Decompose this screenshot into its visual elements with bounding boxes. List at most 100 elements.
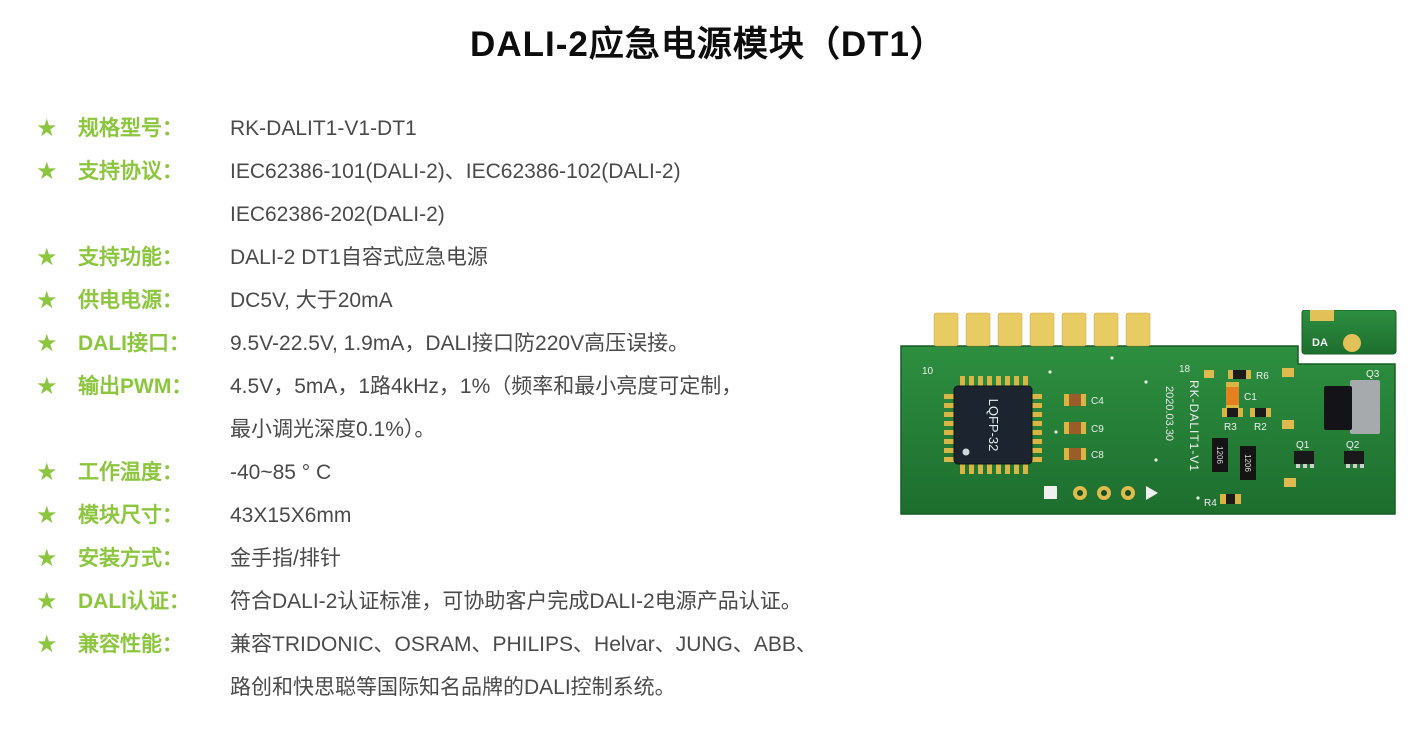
silkscreen-pin-10: 10 (922, 366, 934, 377)
spec-value-line: DALI-2 DT1自容式应急电源 (230, 246, 488, 269)
silkscreen-c8: C8 (1091, 450, 1104, 461)
spec-value: -40~85 ° C (230, 451, 1416, 494)
spec-label: 供电电源： (78, 289, 183, 312)
star-icon: ★ (36, 373, 58, 400)
silkscreen-c1: C1 (1244, 392, 1257, 403)
part-marking-1206: 1206 (1215, 446, 1224, 464)
spec-row: ★ 规格型号： RK-DALIT1-V1-DT1 (36, 107, 1416, 150)
star-icon: ★ (36, 115, 58, 142)
spec-sheet: DALI-2应急电源模块（DT1） ★ 规格型号： RK-DALIT1-V1-D… (0, 25, 1416, 709)
silkscreen-r3: R3 (1224, 422, 1237, 433)
spec-row: ★ 支持协议： IEC62386-101(DALI-2)、IEC62386-10… (36, 150, 1416, 236)
spec-value-line: 路创和快思聪等国际知名品牌的DALI控制系统。 (230, 676, 676, 699)
spec-value-line: 43X15X6mm (230, 504, 352, 527)
spec-value: 符合DALI-2认证标准，可协助客户完成DALI-2电源产品认证。 (230, 580, 1416, 623)
spec-value: 兼容TRIDONIC、OSRAM、PHILIPS、Helvar、JUNG、ABB… (230, 623, 1416, 709)
resistor-r6: R6 (1228, 370, 1269, 382)
capacitor-c8: C8 (1064, 448, 1104, 461)
spec-label: 模块尺寸： (78, 504, 183, 527)
spec-row: ★ 工作温度： -40~85 ° C (36, 451, 1416, 494)
silkscreen-pin-18: 18 (1179, 364, 1191, 375)
spec-label: 安装方式： (78, 547, 183, 570)
spec-label: DALI接口： (78, 332, 190, 355)
spec-row: ★ 模块尺寸： 43X15X6mm (36, 494, 1416, 537)
spec-label: 兼容性能： (78, 633, 183, 656)
silkscreen-c9: C9 (1091, 424, 1104, 435)
transistor-q1: Q1 (1294, 440, 1314, 468)
pin1-marker (962, 448, 970, 456)
spec-row: ★ DALI接口： 9.5V-22.5V, 1.9mA，DALI接口防220V高… (36, 322, 1416, 365)
spec-label: 工作温度： (78, 461, 183, 484)
resistor-r2: R2 (1250, 408, 1271, 433)
star-icon: ★ (36, 158, 58, 185)
page-title: DALI-2应急电源模块（DT1） (470, 25, 946, 64)
spec-list: ★ 规格型号： RK-DALIT1-V1-DT1 ★ 支持协议： IEC6238… (0, 107, 1416, 709)
spec-value-line: IEC62386-202(DALI-2) (230, 203, 445, 226)
star-icon: ★ (36, 244, 58, 271)
spec-value-line: DC5V, 大于20mA (230, 289, 393, 312)
spec-row: ★ 输出PWM： 4.5V，5mA，1路4kHz，1%（频率和最小亮度可定制， … (36, 365, 1416, 451)
spec-label: 输出PWM： (78, 375, 193, 398)
spec-row: ★ 供电电源： DC5V, 大于20mA (36, 279, 1416, 322)
gold-finger (1310, 310, 1334, 321)
capacitor-c4: C4 (1064, 394, 1104, 407)
resistor-r3: R3 (1222, 408, 1243, 433)
resistor-1206-a: 1206 (1212, 438, 1228, 472)
silkscreen-r4: R4 (1204, 498, 1217, 509)
capacitor-c9: C9 (1064, 422, 1104, 435)
spec-value: 金手指/排针 (230, 537, 1416, 580)
gold-pad (1343, 334, 1361, 352)
star-icon: ★ (36, 287, 58, 314)
spec-value-line: 符合DALI-2认证标准，可协助客户完成DALI-2电源产品认证。 (230, 590, 802, 613)
spec-label: 规格型号： (78, 117, 183, 140)
transistor-q2: Q2 (1344, 440, 1364, 468)
star-icon: ★ (36, 588, 58, 615)
silkscreen-date: 2020.03.30 (1163, 386, 1175, 441)
silkscreen-q1: Q1 (1296, 440, 1310, 451)
pcb-corner-piece: DA (1301, 309, 1397, 355)
bottom-pads (1044, 486, 1158, 500)
pcb-illustration: DA (900, 309, 1397, 515)
spec-value: IEC62386-101(DALI-2)、IEC62386-102(DALI-2… (230, 150, 1416, 236)
pcb-product-photo: DA (898, 309, 1398, 522)
spec-row: ★ 支持功能： DALI-2 DT1自容式应急电源 (36, 236, 1416, 279)
spec-value-line: IEC62386-101(DALI-2)、IEC62386-102(DALI-2… (230, 160, 681, 183)
gold-pads (1204, 368, 1296, 487)
spec-row: ★ DALI认证： 符合DALI-2认证标准，可协助客户完成DALI-2电源产品… (36, 580, 1416, 623)
spec-value: RK-DALIT1-V1-DT1 (230, 107, 1416, 150)
power-transistor-q3: Q3 (1324, 369, 1380, 434)
spec-label: 支持功能： (78, 246, 183, 269)
spec-label: 支持协议： (78, 160, 183, 183)
spec-value: DALI-2 DT1自容式应急电源 (230, 236, 1416, 279)
spec-value-line: 兼容TRIDONIC、OSRAM、PHILIPS、Helvar、JUNG、ABB… (230, 633, 817, 656)
spec-value-line: 9.5V-22.5V, 1.9mA，DALI接口防220V高压误接。 (230, 332, 690, 355)
silkscreen-triangle (1146, 486, 1158, 500)
spec-row: ★ 兼容性能： 兼容TRIDONIC、OSRAM、PHILIPS、Helvar、… (36, 623, 1416, 709)
star-icon: ★ (36, 545, 58, 572)
star-icon: ★ (36, 459, 58, 486)
spec-value: 4.5V，5mA，1路4kHz，1%（频率和最小亮度可定制， 最小调光深度0.1… (230, 365, 1416, 451)
silkscreen-r2: R2 (1254, 422, 1267, 433)
silkscreen-q2: Q2 (1346, 440, 1360, 451)
spec-value-line: -40~85 ° C (230, 461, 332, 484)
silkscreen-model: RK-DALIT1-V1 (1187, 380, 1201, 472)
spec-value-line: RK-DALIT1-V1-DT1 (230, 117, 417, 140)
spec-value: 43X15X6mm (230, 494, 1416, 537)
spec-label: DALI认证： (78, 590, 190, 613)
silkscreen-q3: Q3 (1366, 369, 1380, 380)
spec-value: DC5V, 大于20mA (230, 279, 1416, 322)
star-icon: ★ (36, 631, 58, 658)
star-icon: ★ (36, 330, 58, 357)
spec-value-line: 金手指/排针 (230, 547, 341, 570)
spec-value-line: 4.5V，5mA，1路4kHz，1%（频率和最小亮度可定制， (230, 375, 743, 398)
capacitor-c1: C1 (1226, 382, 1257, 410)
star-icon: ★ (36, 502, 58, 529)
silkscreen-da: DA (1312, 337, 1328, 349)
silkscreen-r6: R6 (1256, 371, 1269, 382)
chip-marking: LQFP-32 (986, 399, 1001, 452)
chip-lqfp32: LQFP-32 (944, 376, 1042, 474)
part-marking-1206: 1206 (1243, 454, 1252, 472)
silkscreen-c4: C4 (1091, 396, 1104, 407)
gold-fingers (933, 312, 1151, 347)
spec-row: ★ 安装方式： 金手指/排针 (36, 537, 1416, 580)
